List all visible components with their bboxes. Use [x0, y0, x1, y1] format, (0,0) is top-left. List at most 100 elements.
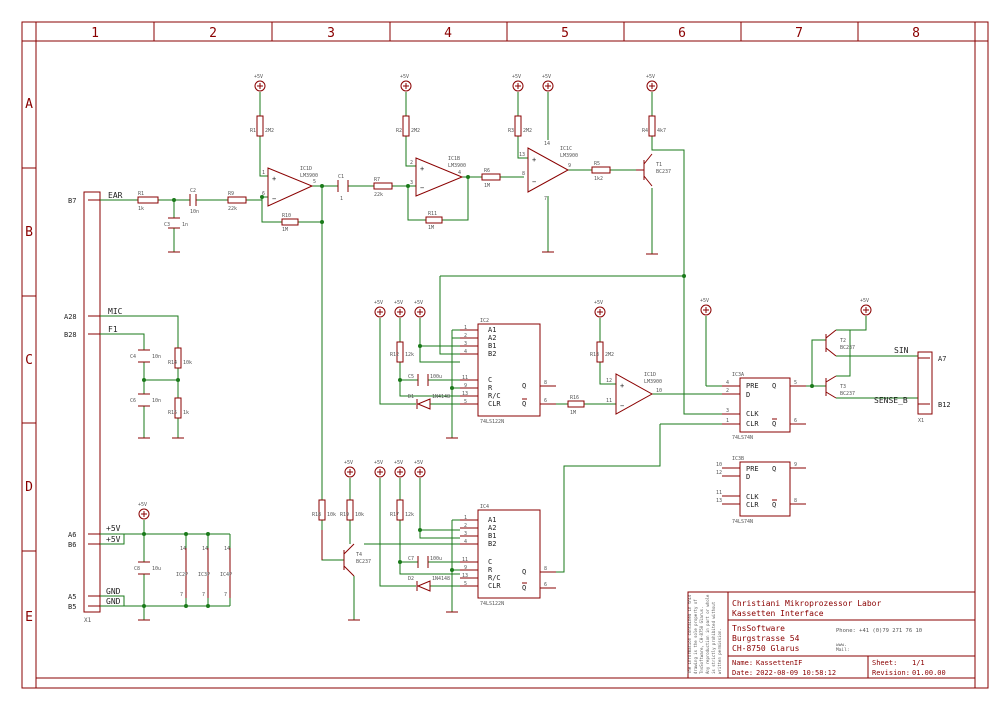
company-city: CH-8750 Glarus [732, 644, 800, 653]
svg-text:R10: R10 [282, 213, 291, 219]
svg-text:4: 4 [464, 349, 467, 355]
svg-text:+: + [620, 382, 624, 390]
svg-text:Q: Q [522, 382, 526, 390]
svg-text:drawing is the sole property o: drawing is the sole property of [693, 599, 698, 674]
svg-text:1M: 1M [570, 410, 576, 416]
svg-text:3: 3 [464, 531, 467, 537]
svg-text:T3: T3 [840, 384, 846, 390]
svg-text:1M: 1M [282, 227, 288, 233]
svg-text:74LS74N: 74LS74N [732, 519, 753, 525]
svg-text:Q: Q [772, 382, 776, 390]
svg-text:11: 11 [716, 490, 722, 496]
diodes: D1 1N4148 D2 1N4148 [408, 394, 450, 592]
svg-text:R18: R18 [312, 512, 321, 518]
resistor-r12 [396, 341, 404, 363]
svg-text:BC237: BC237 [840, 391, 855, 397]
svg-text:B12: B12 [938, 401, 951, 409]
svg-text:3: 3 [726, 408, 729, 414]
svg-text:B2: B2 [488, 540, 496, 548]
svg-text:22k: 22k [228, 206, 237, 212]
resistor-r15 [174, 397, 182, 419]
svg-text:7: 7 [180, 592, 183, 598]
svg-text:X1: X1 [918, 418, 924, 424]
svg-text:CLK: CLK [746, 410, 759, 418]
svg-text:R/C: R/C [488, 574, 501, 582]
svg-text:R7: R7 [374, 177, 380, 183]
svg-text:6: 6 [794, 418, 797, 424]
svg-text:C4: C4 [130, 354, 136, 360]
svg-text:+: + [532, 156, 536, 164]
svg-text:9: 9 [568, 163, 571, 169]
resistor-r3 [514, 115, 522, 137]
svg-text:14: 14 [224, 546, 230, 552]
svg-text:R9: R9 [228, 191, 234, 197]
drawing-date: 2022-08-09 10:58:12 [756, 669, 836, 677]
opamp-ic1b: + − 2 3 4 IC1B LM3900 [410, 156, 466, 197]
svg-text:+5V: +5V [594, 300, 603, 306]
svg-text:CLR: CLR [746, 420, 759, 428]
column-label: 3 [327, 26, 335, 41]
svg-text:LM3900: LM3900 [300, 173, 318, 179]
svg-text:22k: 22k [374, 192, 383, 198]
svg-text:Q: Q [522, 400, 526, 408]
net-label-gnd: GND [106, 587, 121, 596]
svg-text:C5: C5 [408, 374, 414, 380]
svg-text:Q: Q [522, 568, 526, 576]
svg-text:Q: Q [772, 501, 776, 509]
svg-text:1N4148: 1N4148 [432, 394, 450, 400]
row-label: A [25, 97, 33, 112]
ic-power-pins: 14 14 14 7 7 7 IC2P IC3P IC4P [176, 546, 232, 598]
resistor-r5 [591, 166, 611, 174]
net-label-f1: F1 [108, 325, 118, 334]
outer-frame [21, 21, 989, 689]
svg-text:R1: R1 [250, 128, 256, 134]
svg-text:+5V: +5V [512, 74, 521, 80]
svg-text:written permission.: written permission. [717, 628, 722, 674]
opamp-ic1a: + − 1 6 5 IC1D LM3900 [262, 166, 318, 207]
svg-text:R/C: R/C [488, 392, 501, 400]
transistor-t2: T2 BC237 [825, 329, 855, 357]
svg-text:11: 11 [462, 375, 468, 381]
capacitors: C2 10n C3 1n C1 1 C4 10n C6 10n C5 100u … [130, 174, 442, 575]
resistor-r16 [567, 400, 585, 408]
ic2-monoflop: A1 A2 B1 B2 C R R/C CLR 1 2 3 4 11 9 13 … [460, 318, 556, 425]
svg-text:LM3900: LM3900 [448, 163, 466, 169]
svg-text:8: 8 [544, 566, 547, 572]
resistor-r11 [425, 216, 443, 224]
svg-text:1: 1 [464, 515, 467, 521]
svg-text:2: 2 [410, 160, 413, 166]
svg-text:A1: A1 [488, 326, 496, 334]
svg-text:Date:: Date: [732, 669, 753, 677]
svg-text:1: 1 [464, 325, 467, 331]
svg-text:IC1D: IC1D [644, 372, 656, 378]
svg-text:+5V: +5V [860, 298, 869, 304]
row-label: E [25, 610, 33, 625]
svg-text:is strictly prohibited without: is strictly prohibited without [711, 601, 716, 674]
resistor-r2 [402, 115, 410, 137]
svg-text:IC4P: IC4P [220, 572, 232, 578]
svg-text:LM3900: LM3900 [644, 379, 662, 385]
svg-text:10n: 10n [152, 354, 161, 360]
svg-text:4k7: 4k7 [657, 128, 666, 134]
column-label: 5 [561, 26, 569, 41]
transistor-t4: T4 BC237 [321, 530, 371, 577]
svg-text:2M2: 2M2 [605, 352, 614, 358]
svg-text:IC1B: IC1B [448, 156, 460, 162]
svg-text:+5V: +5V [646, 74, 655, 80]
svg-text:CLR: CLR [488, 400, 501, 408]
svg-text:Revision:: Revision: [872, 669, 910, 677]
svg-text:1: 1 [340, 196, 343, 202]
svg-text:C3: C3 [164, 222, 170, 228]
svg-text:C7: C7 [408, 556, 414, 562]
company-phone: Phone: +41 (0)79 271 76 10 [836, 628, 922, 634]
svg-text:5: 5 [464, 399, 467, 405]
svg-text:100u: 100u [430, 374, 442, 380]
svg-text:2M2: 2M2 [523, 128, 532, 134]
svg-text:PRE: PRE [746, 465, 759, 473]
svg-text:A2: A2 [488, 334, 496, 342]
resistor-r13 [596, 341, 604, 363]
revision-number: 01.00.00 [912, 669, 946, 677]
svg-text:7: 7 [544, 196, 547, 202]
svg-text:C6: C6 [130, 398, 136, 404]
svg-text:1k2: 1k2 [594, 176, 603, 182]
